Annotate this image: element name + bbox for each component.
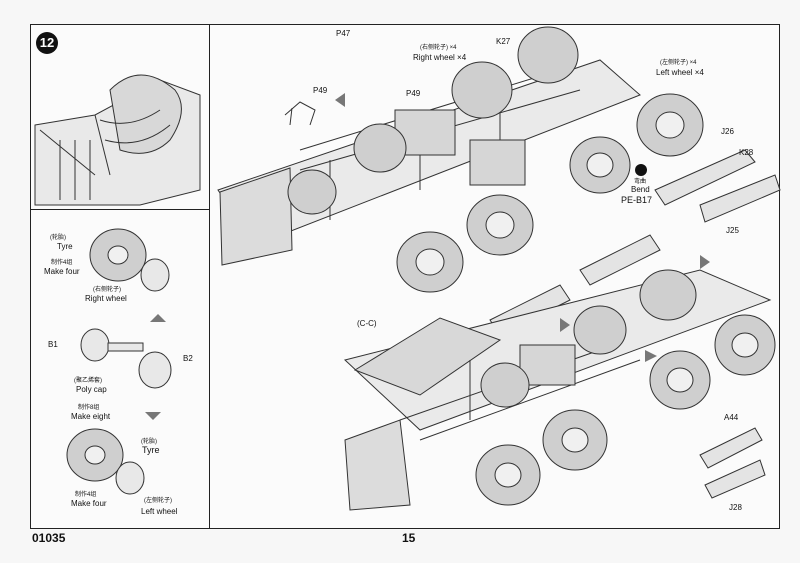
lower-wheels <box>475 269 776 506</box>
side-make-four1-en: Make four <box>44 267 80 276</box>
side-make-eight-en: Make eight <box>71 412 111 421</box>
side-left-wheel-en: Left wheel <box>141 507 178 516</box>
label-a44: A44 <box>724 413 739 422</box>
label-right-wheel-en: Right wheel ×4 <box>413 53 467 62</box>
label-j28: J28 <box>729 503 742 512</box>
engine-detail-illustration <box>34 74 201 206</box>
side-right-wheel-en: Right wheel <box>85 294 127 303</box>
side-poly-cap-en: Poly cap <box>76 385 107 394</box>
label-k28: K28 <box>739 148 754 157</box>
side-b2: B2 <box>183 354 193 363</box>
side-wheel-diagrams <box>66 228 172 495</box>
product-code: 01035 <box>32 531 66 545</box>
label-bend-en: Bend <box>631 185 650 194</box>
assembly-arrows <box>145 93 710 420</box>
side-left-wheel-cn: (左侧轮子) <box>144 498 172 504</box>
side-tyre2-cn: (轮胎) <box>141 439 157 445</box>
bend-icon <box>635 164 647 176</box>
label-p49-right: P49 <box>406 89 421 98</box>
upper-wheels <box>287 26 704 293</box>
label-right-wheel-cn: (右侧轮子) ×4 <box>420 45 457 51</box>
label-left-wheel-en: Left wheel ×4 <box>656 68 704 77</box>
label-k27: K27 <box>496 37 511 46</box>
label-bend-cn: 弯曲 <box>634 179 647 185</box>
label-p47: P47 <box>336 29 351 38</box>
side-tyre1-cn: (轮胎) <box>50 235 66 241</box>
label-j26: J26 <box>721 127 734 136</box>
label-p49-left: P49 <box>313 86 328 95</box>
side-make-four2-en: Make four <box>71 499 107 508</box>
side-tyre2-en: Tyre <box>142 445 160 455</box>
label-cc: (C-C) <box>357 319 377 328</box>
side-make-eight-cn: 制作8组 <box>78 405 100 411</box>
side-make-four1-cn: 制作4组 <box>51 260 73 266</box>
label-pe-b17: PE-B17 <box>621 195 653 205</box>
label-left-wheel-cn: (左侧轮子) ×4 <box>660 60 697 66</box>
label-j25: J25 <box>726 226 739 235</box>
side-right-wheel-cn: (右侧轮子) <box>93 287 121 293</box>
step-number: 12 <box>36 32 58 54</box>
bumper-parts <box>699 427 766 499</box>
side-poly-cap-cn: (聚乙烯套) <box>74 378 102 384</box>
side-make-four2-cn: 制作4组 <box>75 492 97 498</box>
side-b1: B1 <box>48 340 58 349</box>
page-number: 15 <box>402 531 416 545</box>
side-tyre1-en: Tyre <box>57 242 73 251</box>
